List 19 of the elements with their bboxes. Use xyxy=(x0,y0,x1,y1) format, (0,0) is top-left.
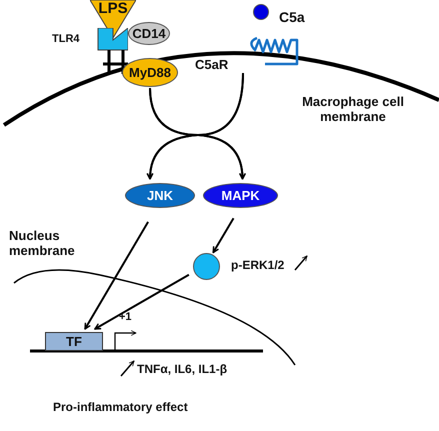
arrow xyxy=(212,218,234,254)
protein-ellipse: MyD88 xyxy=(122,58,178,87)
protein-circle xyxy=(193,253,220,280)
position-label: +1 xyxy=(119,310,133,325)
arrow xyxy=(84,221,149,330)
protein-ellipse: CD14 xyxy=(128,22,170,45)
cytokine-list: TNFα, IL6, IL1-β xyxy=(137,362,247,377)
protein-name: p-ERK1/2 xyxy=(231,258,284,273)
ligand-dot xyxy=(253,4,269,20)
protein-name: C5a xyxy=(279,10,305,25)
membrane-label: Macrophage cell membrane xyxy=(301,94,405,124)
kinase-ellipse: MAPK xyxy=(203,183,278,208)
membrane-label: Nucleus membrane xyxy=(9,228,76,258)
arrow xyxy=(197,72,246,180)
kinase-ellipse: JNK xyxy=(125,183,195,208)
transcription-factor-box: TF xyxy=(45,332,103,351)
arrow xyxy=(94,274,190,330)
effect-label: Pro-inflammatory effect xyxy=(53,400,189,415)
receptor: C5aR xyxy=(195,34,307,72)
